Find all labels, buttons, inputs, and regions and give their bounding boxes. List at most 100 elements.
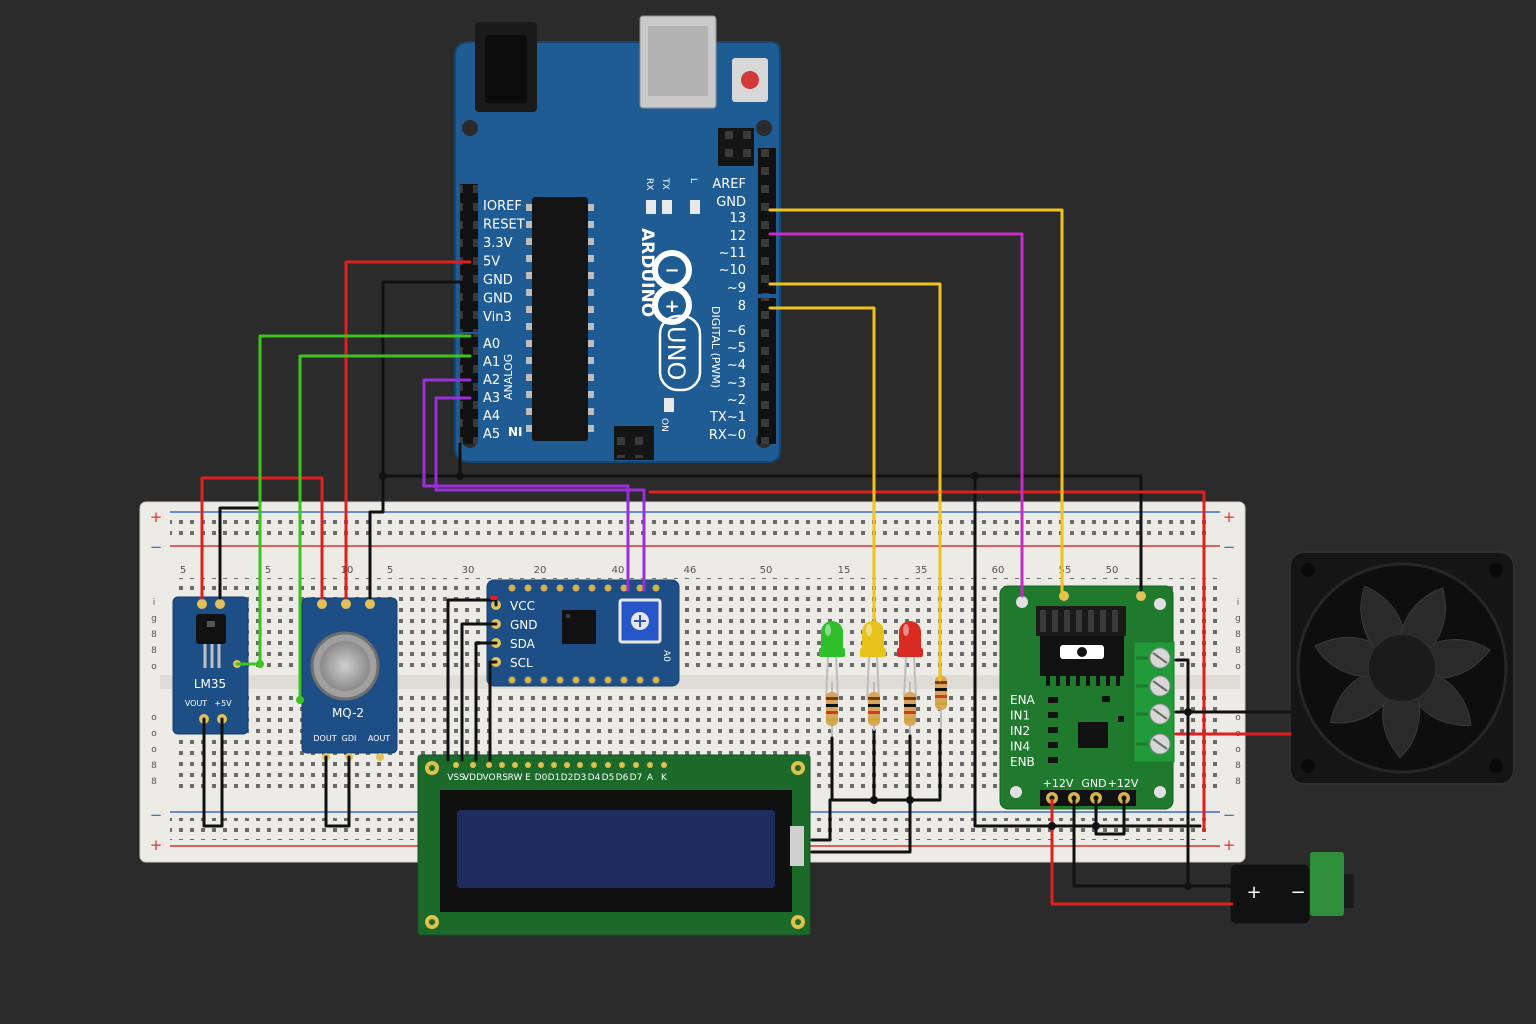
led-leg (913, 655, 917, 701)
status-leds (646, 200, 700, 412)
row-letter: o (1235, 713, 1241, 723)
chip-pin (526, 391, 532, 398)
row-letter: 8 (1235, 630, 1241, 640)
mq2-label: MQ-2 (332, 706, 364, 720)
i2c-corner-label: A0 (661, 650, 671, 662)
wire-d13-driver (768, 208, 1064, 598)
power-pin-gnd: GND (483, 292, 513, 307)
i2c-pad (572, 676, 580, 684)
lcd-pin-label: VDD (463, 773, 483, 783)
digital-pin-9: ~5 (727, 341, 746, 356)
i2c-pad (540, 676, 548, 684)
chip-pin (526, 323, 532, 330)
digital-pin-1: GND (716, 195, 746, 210)
row-letter: 8 (151, 630, 157, 640)
gas-sensor-mesh (320, 641, 370, 691)
screw-slot (1152, 652, 1168, 664)
column-number: 50 (1106, 565, 1119, 576)
wire-d8-led (768, 306, 876, 622)
wire-d12-driver (768, 232, 1024, 598)
analog-section-label: ANALOG (502, 354, 515, 400)
lcd-pin-pad (564, 762, 570, 768)
column-number: 20 (534, 565, 547, 576)
row-letter: o (151, 713, 157, 723)
led-leg (903, 655, 907, 701)
lcd-pin-label: VSS (447, 773, 465, 783)
led-label-0: RX (644, 178, 654, 190)
digital-pin-0: AREF (712, 177, 746, 192)
resistor-body (904, 692, 916, 726)
chip-pin (588, 408, 594, 415)
analog-pin-a5: A5 (483, 427, 500, 442)
wire-a2-i2c (422, 378, 630, 592)
chip-pin (526, 238, 532, 245)
lcd-pin-label: K (661, 773, 668, 783)
chip-pin (526, 357, 532, 364)
row-letter: o (151, 729, 157, 739)
brand-label: ARDUINO (637, 228, 657, 317)
column-number: 5 (387, 565, 393, 576)
analog-pin-a3: A3 (483, 391, 500, 406)
column-number: 15 (838, 565, 851, 576)
digital-pin-4: ~11 (719, 246, 746, 261)
i2c-pad (508, 676, 516, 684)
lcd-pin-pad (486, 762, 492, 768)
power-pin-vin3: Vin3 (483, 310, 512, 325)
resistor-band (868, 697, 880, 700)
center-channel (160, 675, 1240, 689)
resistor-band (904, 711, 916, 714)
resistor-band (826, 711, 838, 714)
driver-label-in4: IN4 (1010, 740, 1030, 754)
chip-pin (588, 357, 594, 364)
cooling-fan (1289, 551, 1515, 785)
resistor-band (904, 718, 916, 721)
i2c-pin-gnd: GND (510, 618, 538, 632)
led-red-rim (897, 648, 923, 657)
row-letter: o (1235, 662, 1241, 672)
lcd-pin-pad (633, 762, 639, 768)
power-pin-reset: RESET (483, 218, 525, 233)
lcd-pin-pad (512, 762, 518, 768)
analog-pin-a0: A0 (483, 337, 500, 352)
row-letter: g (1235, 614, 1241, 624)
i2c-edge-pads (508, 584, 660, 684)
resistor-band (904, 697, 916, 700)
i2c-backpack-module: VCC GND SDA SCL A0 (486, 579, 680, 687)
digital-pin-11: ~3 (727, 376, 746, 391)
lm35-pin-5v: +5V (214, 699, 232, 708)
driver-label-ena: ENA (1010, 693, 1036, 707)
indicator-leds (819, 621, 923, 701)
rail-minus-left-bottom: − (150, 806, 163, 824)
lcd-pin-label: D6 (616, 773, 629, 783)
wire-junctions (256, 472, 1192, 890)
wire-terminal-bridge (1094, 798, 1126, 836)
driver-logic-chip (1078, 722, 1108, 748)
chip-pin (588, 272, 594, 279)
lcd-pin-pad (577, 762, 583, 768)
resistor-band (935, 688, 947, 691)
i2c-pad (556, 676, 564, 684)
wire-a3-i2c (434, 396, 646, 592)
wire-gnd-jack (1072, 798, 1190, 888)
column-number: 46 (684, 565, 697, 576)
chip-pin (588, 340, 594, 347)
i2c-pad (572, 584, 580, 592)
chip-pin (588, 323, 594, 330)
chip-pin (588, 289, 594, 296)
resistor-band (904, 704, 916, 707)
wire-12v-jack (1050, 798, 1234, 906)
column-number: 5 (180, 565, 186, 576)
wire-led-gnd-3 (810, 734, 912, 854)
heatsink-icon (1036, 606, 1126, 686)
dc-power-jack: + − (1229, 852, 1354, 925)
i2c-pad (540, 584, 548, 592)
reset-button[interactable] (741, 71, 759, 89)
chip-pin (588, 221, 594, 228)
led-leg (835, 655, 839, 701)
chip-pin (526, 408, 532, 415)
row-letter: 8 (1235, 761, 1241, 771)
svg-text:+: + (664, 296, 679, 317)
